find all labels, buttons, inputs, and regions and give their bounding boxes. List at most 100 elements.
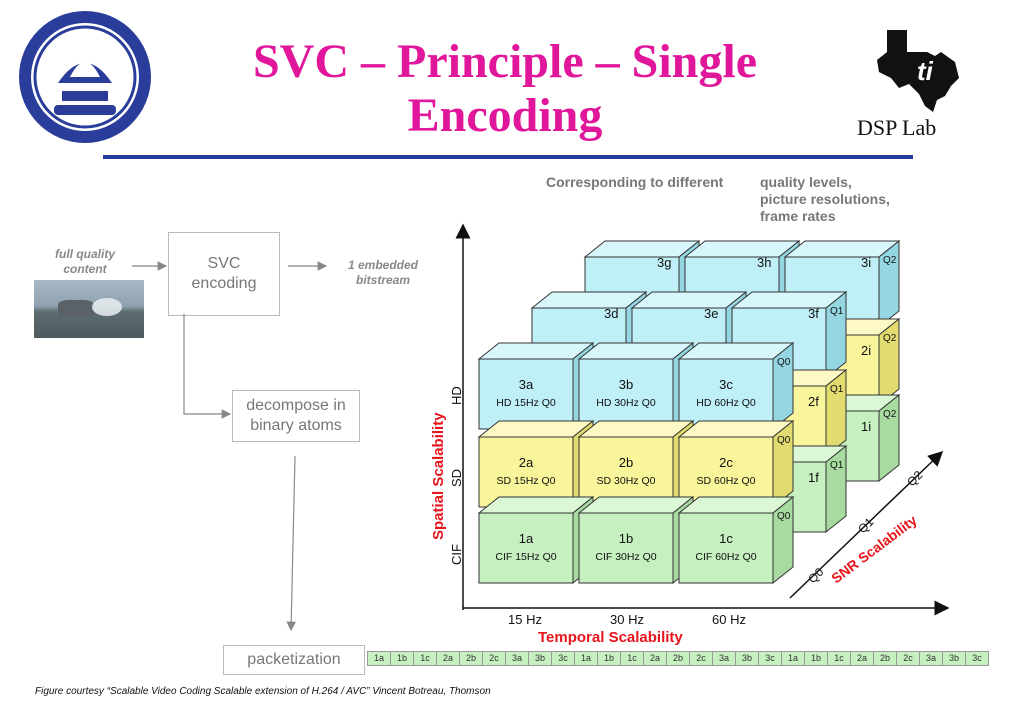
cube-r0-c1-q0-front xyxy=(578,512,674,584)
cube-r2-c1-q0-front xyxy=(578,358,674,430)
annotation-line-2: picture resolutions, xyxy=(760,191,890,207)
strip-cell: 3a xyxy=(919,651,943,666)
annotation-right: quality levels, picture resolutions, fra… xyxy=(760,174,890,225)
iit-bombay-seal-icon xyxy=(19,11,151,143)
strip-cell: 2b xyxy=(666,651,690,666)
spatial-level-sd: SD xyxy=(449,469,464,487)
ti-logo: ti xyxy=(855,22,975,142)
strip-cell: 2b xyxy=(459,651,483,666)
thumbnail-splash xyxy=(92,298,122,316)
decompose-label: decompose in binary atoms xyxy=(246,397,346,434)
spatial-axis-label: Spatial Scalability xyxy=(430,412,447,540)
temporal-axis-label: Temporal Scalability xyxy=(538,629,683,646)
svc-encoding-box: SVC encoding xyxy=(168,232,280,316)
cube-r0-q1-quality: Q1 xyxy=(830,460,844,471)
strip-cell: 1c xyxy=(413,651,437,666)
strip-cell: 1c xyxy=(827,651,851,666)
strip-cell: 3c xyxy=(758,651,782,666)
cube-r1-q2-quality: Q2 xyxy=(883,333,897,344)
temporal-level-60: 60 Hz xyxy=(712,612,746,627)
cube-r0-c0-q0-front xyxy=(478,512,574,584)
strip-cell: 3c xyxy=(551,651,575,666)
cube-3c-quality: Q0 xyxy=(777,357,791,368)
title-divider xyxy=(103,155,913,159)
title-line-2: Encoding xyxy=(407,89,603,142)
cube-1c-id: 1c xyxy=(719,531,733,546)
cube-r1-q1-quality: Q1 xyxy=(830,384,844,395)
svc-encoding-label: SVC encoding xyxy=(191,255,257,292)
spatial-level-cif: CIF xyxy=(449,544,464,565)
cube-1c-quality: Q0 xyxy=(777,511,791,522)
spatial-level-hd: HD xyxy=(449,386,464,405)
strip-cell: 1a xyxy=(781,651,805,666)
figure-caption: Figure courtesy “Scalable Video Coding S… xyxy=(35,686,491,697)
cube-2i-id: 2i xyxy=(861,343,871,358)
strip-cell: 1b xyxy=(804,651,828,666)
strip-cell: 3b xyxy=(942,651,966,666)
strip-cell: 2c xyxy=(689,651,713,666)
strip-cell: 1a xyxy=(574,651,598,666)
packetization-label: packetization xyxy=(247,651,341,668)
strip-cell: 2a xyxy=(850,651,874,666)
svg-text:ti: ti xyxy=(917,56,934,86)
cube-1i-id: 1i xyxy=(861,419,871,434)
input-label: full quality content xyxy=(55,247,115,276)
cube-r2-c2-q0-front xyxy=(678,358,774,430)
output-label: 1 embedded bitstream xyxy=(347,258,419,287)
cube-1c-desc: CIF 60Hz Q0 xyxy=(695,551,756,563)
cube-3b-desc: HD 30Hz Q0 xyxy=(596,397,656,409)
thumbnail-rock xyxy=(58,300,94,316)
temporal-level-15: 15 Hz xyxy=(508,612,542,627)
cube-1f-id: 1f xyxy=(808,470,819,485)
cube-2b-desc: SD 30Hz Q0 xyxy=(597,475,656,487)
cube-3g-id: 3g xyxy=(657,255,671,270)
strip-cell: 3b xyxy=(735,651,759,666)
strip-cell: 1b xyxy=(597,651,621,666)
title-line-1: SVC – Principle – Single xyxy=(252,35,758,88)
cube-r2-q2-quality: Q2 xyxy=(883,255,897,266)
dsp-lab-label: DSP Lab xyxy=(857,115,937,140)
cube-1a-desc: CIF 15Hz Q0 xyxy=(495,551,556,563)
ti-texas-logo-icon: ti xyxy=(877,30,959,112)
cube-r0-c2-q0-front xyxy=(678,512,774,584)
cube-2a-desc: SD 15Hz Q0 xyxy=(497,475,556,487)
cube-r0-q2-quality: Q2 xyxy=(883,409,897,420)
strip-cell: 2a xyxy=(436,651,460,666)
strip-cell: 3a xyxy=(712,651,736,666)
temporal-level-30: 30 Hz xyxy=(610,612,644,627)
strip-cell: 3b xyxy=(528,651,552,666)
strip-cell: 2b xyxy=(873,651,897,666)
strip-cell: 1b xyxy=(390,651,414,666)
strip-cell: 1a xyxy=(367,651,391,666)
cube-3a-id: 3a xyxy=(519,377,534,392)
cube-r2-q1-quality: Q1 xyxy=(830,306,844,317)
cube-2c-quality: Q0 xyxy=(777,435,791,446)
strip-cell: 2c xyxy=(482,651,506,666)
cube-r2-c0-q0-front xyxy=(478,358,574,430)
iit-bombay-logo xyxy=(10,5,160,150)
cube-1b-desc: CIF 30Hz Q0 xyxy=(595,551,656,563)
cube-r1-c0-q0-front xyxy=(478,436,574,508)
cube-2c-id: 2c xyxy=(719,455,733,470)
arrow-svc-to-decompose xyxy=(183,314,232,419)
strip-cell: 3a xyxy=(505,651,529,666)
cube-3c-desc: HD 60Hz Q0 xyxy=(696,397,756,409)
cube-2b-id: 2b xyxy=(619,455,633,470)
cube-r2-c2-q0: 3c HD 60Hz Q0 Q0 xyxy=(677,341,795,431)
cube-3i-id: 3i xyxy=(861,255,871,270)
cube-3h-id: 3h xyxy=(757,255,771,270)
annotation-line-3: frame rates xyxy=(760,208,836,224)
strip-cell: 3c xyxy=(965,651,989,666)
cube-r1-c1-q0-front xyxy=(578,436,674,508)
cube-3c-id: 3c xyxy=(719,377,733,392)
slide-title: SVC – Principle – Single Encoding xyxy=(185,35,825,143)
